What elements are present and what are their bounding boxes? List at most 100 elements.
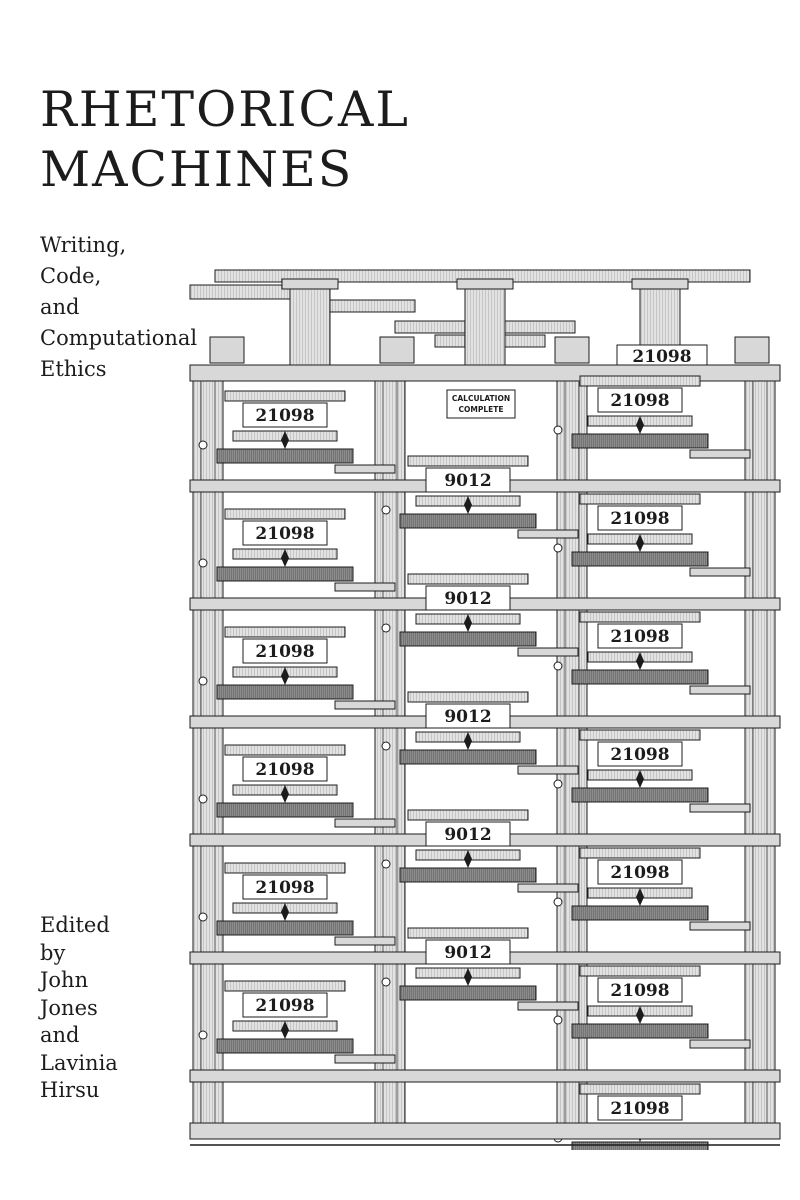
pointer-diamond — [636, 416, 644, 434]
lever-bar — [334, 464, 396, 474]
number-wheel — [242, 992, 328, 1018]
wheel-digits: 9012 — [444, 707, 491, 727]
top-bearing-2 — [554, 336, 590, 364]
editor-name-1b: Jones — [40, 995, 98, 1020]
number-wheel — [425, 467, 511, 493]
title-line-1: RHETORICAL — [40, 81, 410, 138]
pointer-diamond — [281, 431, 289, 449]
lever-bar — [517, 529, 579, 539]
top-bearing-3 — [734, 336, 770, 364]
pillar-0 — [192, 380, 224, 1127]
pillar-3 — [744, 380, 776, 1127]
spindle-left — [289, 280, 331, 366]
gear-disc — [579, 847, 701, 859]
editor-credits: Edited by John Jones and Lavinia Hirsu — [40, 912, 190, 1105]
spindle-centre-collar — [456, 278, 514, 290]
number-wheel — [425, 703, 511, 729]
bolt — [198, 676, 208, 686]
difference-engine-engraving: 2109821098210982109821098210982109890129… — [189, 269, 781, 1150]
bolt — [381, 623, 391, 633]
calculation-placard — [446, 389, 516, 419]
wheel-digits: 21098 — [610, 627, 669, 647]
wheel-digits: 21098 — [255, 406, 314, 426]
gear-disc — [224, 980, 346, 992]
editor-name-2b: Hirsu — [40, 1078, 100, 1102]
pointer-diamond — [636, 1006, 644, 1024]
lever-bar — [517, 765, 579, 775]
subtitle-line-5: Ethics — [40, 357, 107, 381]
gear-teeth — [399, 867, 537, 883]
lever-bar — [334, 700, 396, 710]
base-plate — [189, 1122, 781, 1140]
lever-bar — [517, 1001, 579, 1011]
subtitle-line-1: Writing, — [40, 233, 127, 257]
pointer-diamond — [464, 968, 472, 986]
bolt — [198, 440, 208, 450]
pillar-2 — [556, 380, 588, 1127]
wheel-digits: 21098 — [610, 745, 669, 765]
number-wheel — [597, 859, 683, 885]
pointer-diamond — [636, 652, 644, 670]
credit-line-1: Edited — [40, 913, 110, 937]
lever-bar — [334, 1054, 396, 1064]
lever-bar — [334, 936, 396, 946]
subtitle-line-3: and — [40, 295, 80, 319]
gear-teeth — [571, 787, 709, 803]
gear-disc — [224, 862, 346, 874]
placard-line-2: COMPLETE — [459, 405, 504, 414]
number-wheel — [425, 585, 511, 611]
gear-teeth — [399, 749, 537, 765]
gear-disc — [579, 1083, 701, 1095]
gear-disc — [579, 965, 701, 977]
bolt — [553, 543, 563, 553]
gear-teeth — [399, 631, 537, 647]
lever-bar — [517, 883, 579, 893]
lever-bar — [334, 582, 396, 592]
wheel-digits: 21098 — [255, 996, 314, 1016]
lever-bar — [689, 921, 751, 931]
number-wheel — [242, 402, 328, 428]
gear-teeth — [571, 1141, 709, 1150]
gear-teeth — [216, 448, 354, 464]
wheel-digits: 9012 — [444, 943, 491, 963]
gear-teeth — [216, 1038, 354, 1054]
spindle-left-collar — [281, 278, 339, 290]
wheel-digits: 9012 — [444, 589, 491, 609]
cross-beam-5 — [189, 1069, 781, 1083]
pointer-diamond — [464, 496, 472, 514]
number-wheel — [425, 939, 511, 965]
number-wheel — [597, 387, 683, 413]
pointer-diamond — [281, 549, 289, 567]
bolt — [198, 794, 208, 804]
bolt — [553, 1015, 563, 1025]
wheel-digits: 21098 — [610, 1099, 669, 1119]
gear-teeth — [399, 985, 537, 1001]
bolt — [381, 741, 391, 751]
bolt — [381, 859, 391, 869]
gear-teeth — [216, 802, 354, 818]
pointer-diamond — [636, 534, 644, 552]
subtitle-line-4: Computational — [40, 326, 198, 350]
number-wheel — [597, 505, 683, 531]
bolt — [198, 1030, 208, 1040]
number-wheel — [597, 1095, 683, 1121]
lever-bar — [517, 647, 579, 657]
gear-disc — [579, 729, 701, 741]
wheel-digits: 21098 — [255, 642, 314, 662]
gear-disc — [224, 626, 346, 638]
gear-disc — [579, 611, 701, 623]
number-wheel — [242, 874, 328, 900]
pointer-diamond — [281, 903, 289, 921]
editor-name-2: Lavinia — [40, 1050, 118, 1075]
gear-teeth — [216, 566, 354, 582]
wheel-digits: 9012 — [444, 825, 491, 845]
gear-disc — [224, 390, 346, 402]
gear-disc — [224, 744, 346, 756]
number-wheel — [242, 756, 328, 782]
bolt — [381, 977, 391, 987]
gear-disc — [579, 375, 701, 387]
book-subtitle: Writing, Code, and Computational Ethics — [40, 230, 210, 385]
number-wheel — [425, 821, 511, 847]
gear-disc — [579, 493, 701, 505]
